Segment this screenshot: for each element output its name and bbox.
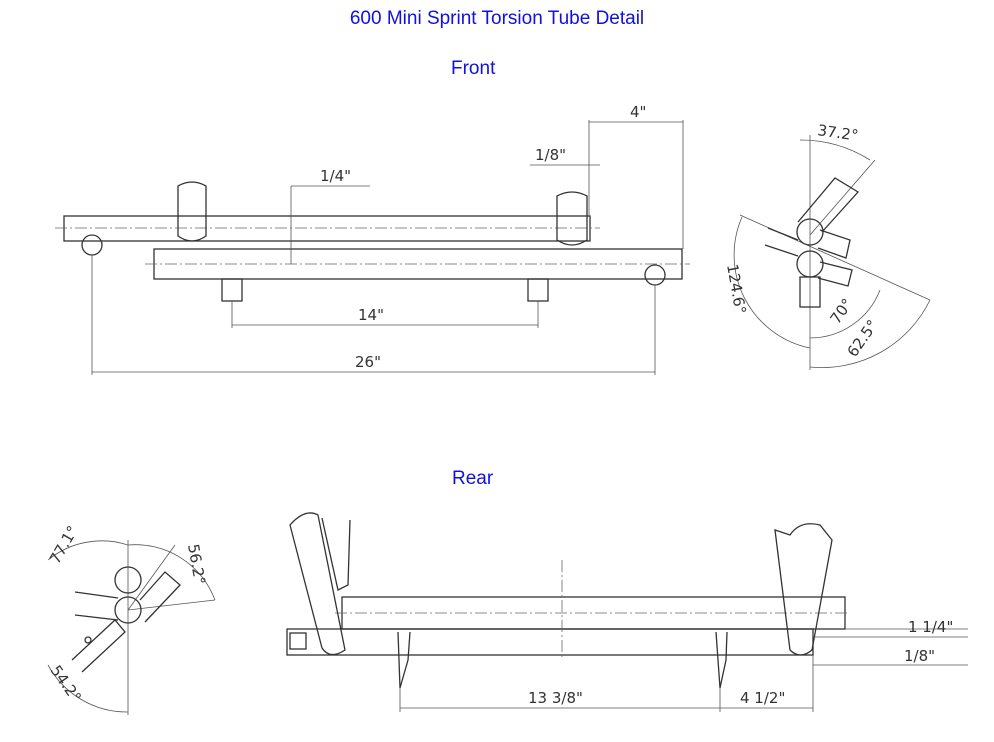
rear-view: 13 3/8" 4 1/2" 1 1/4" 1/8"	[286, 512, 968, 712]
front-angle-view: 37.2° 124.6° 70° 62.5°	[723, 121, 931, 370]
dim-1-4: 1/4"	[320, 167, 351, 185]
dim-1-1-4: 1 1/4"	[908, 618, 953, 636]
page-title: 600 Mini Sprint Torsion Tube Detail	[349, 8, 645, 29]
dim-13-3-8: 13 3/8"	[528, 689, 583, 707]
rear-angle-view: 77.1° 56.2° 54.2°	[46, 523, 216, 715]
dim-26: 26"	[355, 353, 381, 371]
dim-4-1-2: 4 1/2"	[740, 689, 785, 707]
front-view: 14" 26" 1/4" 4" 1/8"	[55, 103, 690, 375]
rear-section-label: Rear	[452, 468, 494, 489]
angle-70: 70°	[827, 295, 857, 327]
front-section-label: Front	[451, 58, 496, 79]
angle-56-2: 56.2°	[184, 543, 209, 586]
dim-4: 4"	[630, 103, 646, 121]
angle-124-6: 124.6°	[723, 263, 749, 316]
angle-62-5: 62.5°	[844, 316, 882, 360]
dim-1-8-rear: 1/8"	[904, 647, 935, 665]
angle-54-2: 54.2°	[47, 662, 85, 706]
angle-37-2: 37.2°	[816, 121, 859, 145]
dim-14: 14"	[358, 306, 384, 324]
dim-1-8-front: 1/8"	[535, 146, 566, 164]
